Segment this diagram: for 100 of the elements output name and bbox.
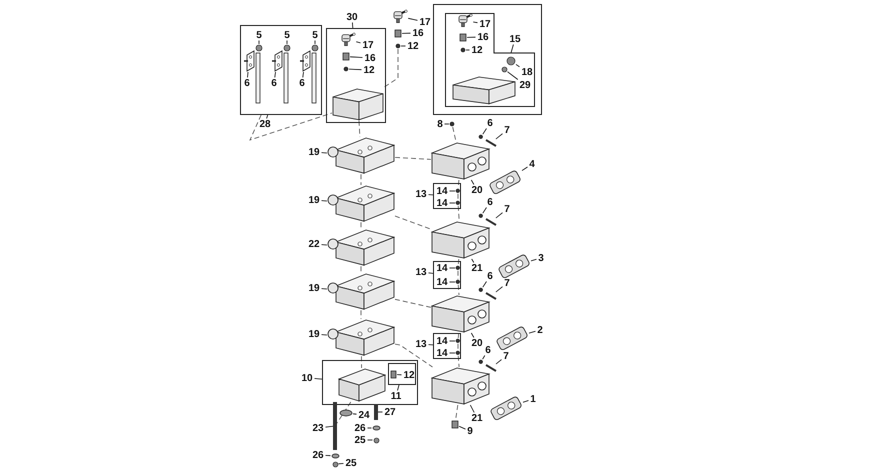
leader-line — [321, 334, 328, 336]
leader-line — [472, 22, 478, 24]
leader-line — [266, 114, 268, 119]
group-frame — [433, 4, 542, 115]
spacer-ball-drawing — [455, 188, 461, 194]
callout-number: 10 — [300, 372, 314, 384]
leader-line — [325, 426, 334, 428]
leader-line — [356, 41, 361, 44]
callout-number: 25 — [344, 458, 358, 468]
leader-line — [449, 340, 456, 342]
callout-number: 27 — [382, 406, 398, 418]
callout-number: 11 — [388, 390, 404, 402]
leader-line — [352, 22, 354, 28]
lever-fitting-drawing — [393, 9, 408, 24]
group-frame — [322, 360, 418, 405]
o-ring-drawing — [395, 43, 401, 49]
callout-number: 7 — [502, 204, 512, 214]
callout-number: 6 — [486, 270, 494, 282]
leader-line — [325, 455, 331, 456]
spacer-ball-drawing — [455, 338, 461, 344]
leader-line — [449, 352, 456, 354]
bolt-drawing — [485, 139, 497, 147]
callout-number: 13 — [414, 266, 428, 278]
callout-number: 8 — [436, 118, 444, 130]
callout-number: 14 — [434, 348, 450, 358]
inlet-section-drawing — [338, 368, 386, 402]
leader-line — [496, 212, 503, 218]
dashed-assembly-line — [360, 266, 362, 274]
washer-drawing — [478, 287, 484, 293]
plug-drawing — [390, 370, 397, 379]
leader-line — [286, 40, 288, 44]
leader-line — [314, 40, 316, 44]
dashed-assembly-line — [455, 404, 458, 420]
callout-number: 15 — [508, 34, 522, 44]
dashed-assembly-line — [360, 222, 362, 230]
nut-drawing — [372, 436, 380, 444]
plug-drawing — [449, 121, 455, 127]
dashed-assembly-line — [394, 157, 432, 160]
washer-drawing — [478, 359, 484, 365]
group-frame — [445, 13, 535, 107]
leader-line — [496, 286, 503, 292]
callout-number: 12 — [406, 40, 420, 52]
dashed-assembly-line — [458, 258, 460, 266]
callout-number: 12 — [402, 370, 416, 380]
leader-line — [496, 359, 502, 364]
fitting-drawing — [459, 33, 467, 42]
leader-line — [482, 281, 487, 288]
dashed-assembly-line — [394, 216, 432, 230]
leader-line — [449, 202, 456, 204]
callout-number: 22 — [306, 238, 322, 250]
leader-line — [522, 400, 529, 403]
leader-line — [528, 330, 536, 334]
callout-number: 30 — [344, 12, 360, 22]
washer-drawing — [330, 453, 340, 459]
group-frame — [433, 261, 461, 289]
dashed-assembly-line — [336, 402, 352, 425]
leader-line — [428, 194, 434, 196]
leader-line — [522, 166, 528, 171]
valve-section-drawing — [327, 137, 395, 174]
callout-number: 5 — [282, 30, 292, 40]
valve-section-drawing — [327, 319, 395, 356]
o-ring-drawing — [343, 66, 349, 72]
leader-line — [348, 68, 362, 70]
callout-number: 19 — [306, 146, 322, 158]
callout-number: 26 — [310, 450, 326, 460]
end-cover-drawing — [431, 295, 490, 333]
leader-line — [302, 72, 304, 78]
valve-section-drawing — [327, 273, 395, 310]
leader-line — [471, 258, 474, 263]
callout-number: 6 — [486, 118, 494, 128]
callout-number: 7 — [502, 278, 512, 288]
leader-line — [516, 64, 520, 68]
callout-number: 7 — [502, 124, 512, 136]
leader-line — [530, 258, 537, 262]
leader-line — [321, 288, 328, 290]
callout-number: 16 — [476, 32, 490, 42]
callout-number: 12 — [362, 64, 376, 76]
leader-line — [321, 200, 328, 202]
fitting-drawing — [342, 52, 350, 61]
o-ring-drawing — [460, 47, 466, 53]
leader-line — [470, 332, 474, 338]
nut-drawing — [332, 460, 338, 468]
callout-number: 25 — [352, 434, 368, 446]
dashed-assembly-line — [382, 48, 398, 88]
leader-line — [470, 404, 475, 413]
leader-line — [408, 18, 418, 21]
dashed-assembly-line — [360, 174, 362, 186]
dashed-assembly-line — [458, 355, 460, 368]
end-cover-drawing — [431, 142, 490, 180]
leader-line — [496, 133, 503, 140]
callout-number: 19 — [306, 328, 322, 340]
bracket-plate-drawing — [299, 50, 311, 72]
callout-number: 18 — [520, 66, 534, 78]
group-frame — [433, 183, 461, 209]
callout-number: 7 — [502, 350, 510, 362]
leader-line — [321, 152, 328, 154]
callout-number: 23 — [310, 422, 326, 434]
callout-number: 16 — [410, 28, 426, 38]
bracket-plate-drawing — [243, 50, 255, 72]
callout-number: 6 — [484, 344, 492, 356]
